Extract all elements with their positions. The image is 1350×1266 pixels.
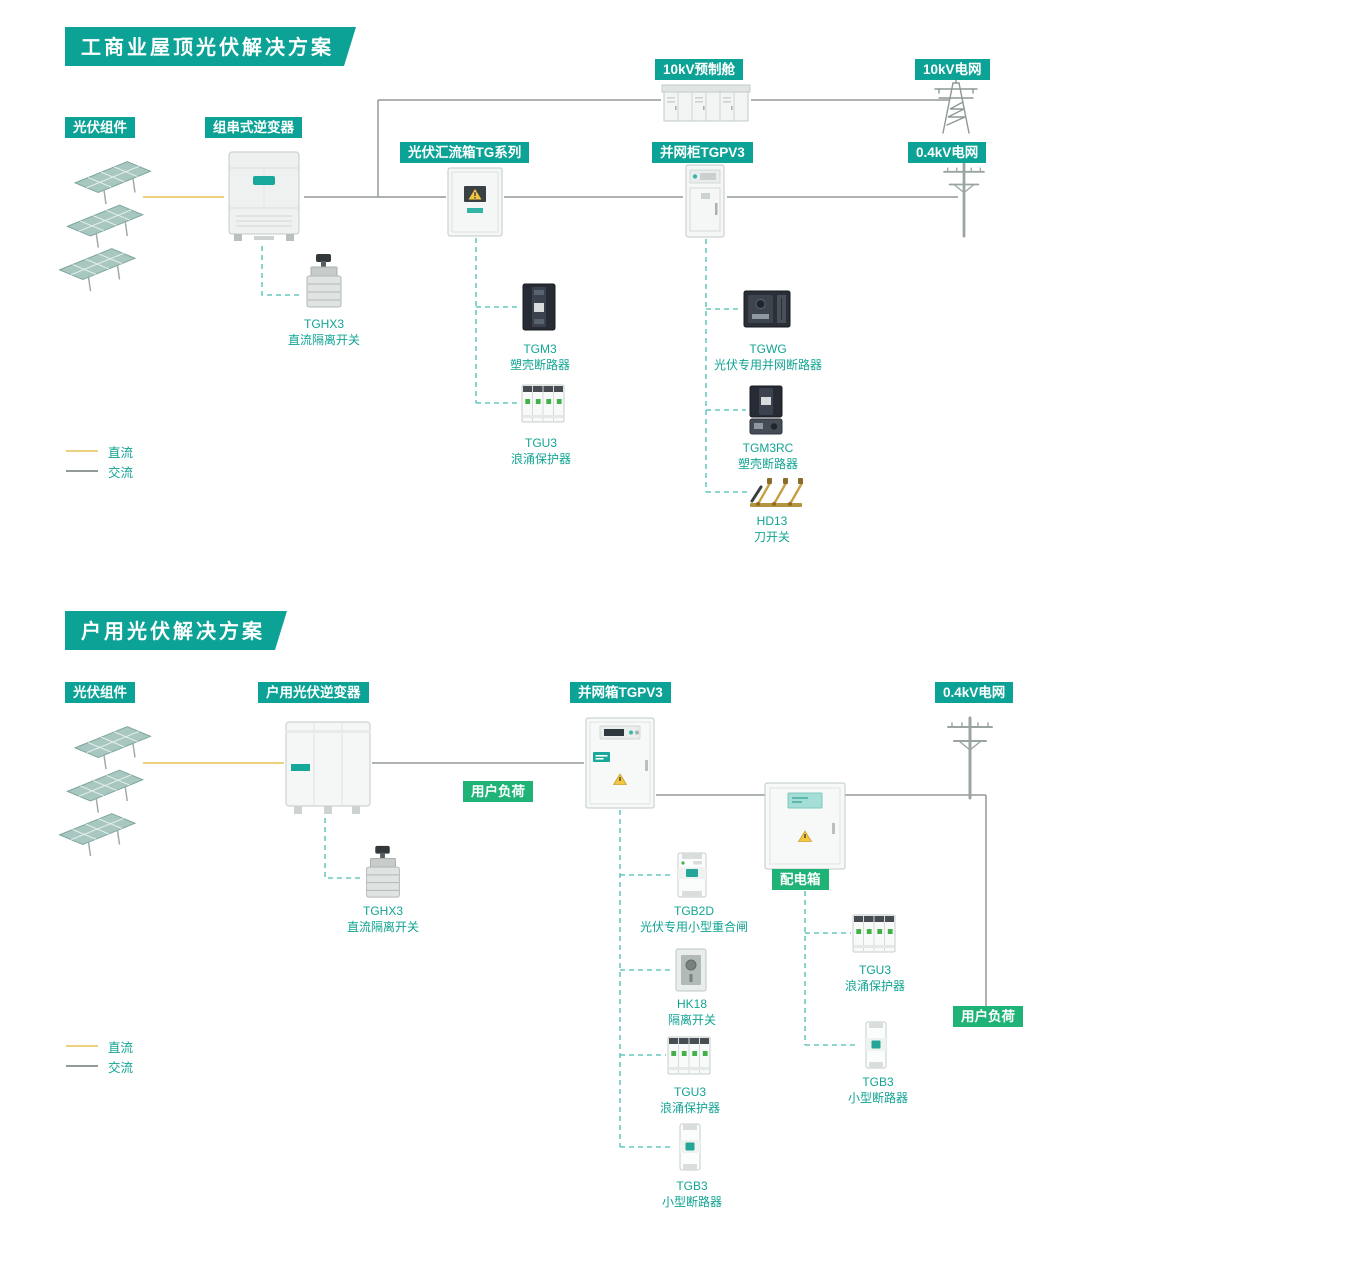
s2-surge-protector-a-icon: [666, 1034, 712, 1076]
legend-ac-label: 交流: [108, 465, 134, 480]
component-model: HD13: [756, 514, 788, 528]
s2-label-user-load-2: 用户负荷: [953, 1006, 1023, 1027]
ac-line-swatch: [66, 470, 98, 472]
s1-dc-isolator-switch-icon: [302, 252, 346, 310]
component-desc: 隔离开关: [667, 1013, 716, 1027]
s1-label-string-inverter: 组串式逆变器: [205, 117, 302, 138]
component-dashed-wires: [261, 238, 857, 1148]
component-model: TGM3RC: [742, 441, 794, 455]
s2-miniature-breaker-b-icon: [857, 1020, 895, 1070]
s1-knife-switch-icon: [748, 474, 804, 510]
s1-legend: 直流 交流: [66, 441, 133, 481]
s2-label-gridbox: 并网箱TGPV3: [570, 682, 671, 703]
s2-distribution-box-icon: [763, 781, 847, 871]
section2-title: 户用光伏解决方案: [65, 611, 287, 650]
s1-caption-tgm3: TGM3 塑壳断路器: [465, 341, 615, 373]
s1-label-10kv-grid: 10kV电网: [915, 59, 990, 80]
s2-miniature-breaker-a-icon: [671, 1122, 709, 1172]
component-model: TGU3: [858, 963, 891, 977]
legend-ac-label: 交流: [108, 1060, 134, 1075]
s2-caption-tghx3: TGHX3 直流隔离开关: [308, 903, 458, 935]
s2-caption-tgb3b: TGB3 小型断路器: [803, 1074, 953, 1106]
component-model: TGU3: [673, 1085, 706, 1099]
legend-dc-label: 直流: [108, 445, 134, 460]
s1-string-inverter-icon: [224, 146, 304, 246]
s2-isolator-switch-icon: [671, 946, 711, 994]
component-desc: 塑壳断路器: [509, 358, 570, 372]
s2-utility-pole-icon: [944, 714, 996, 800]
component-desc: 小型断路器: [661, 1195, 722, 1209]
s2-surge-protector-b-icon: [851, 912, 897, 954]
s1-caption-tgm3rc: TGM3RC 塑壳断路器: [693, 440, 843, 472]
dc-wires: [143, 196, 284, 764]
s2-caption-tgu3b: TGU3 浪涌保护器: [800, 962, 950, 994]
component-desc: 浪涌保护器: [659, 1101, 720, 1115]
component-model: TGU3: [524, 436, 557, 450]
s2-label-distribution-box: 配电箱: [772, 869, 829, 890]
s2-caption-tgu3a: TGU3 浪涌保护器: [615, 1084, 765, 1116]
s1-label-04kv-grid: 0.4kV电网: [908, 142, 987, 163]
s2-caption-tgb2d: TGB2D 光伏专用小型重合闸: [619, 903, 769, 935]
s1-label-combiner-box: 光伏汇流箱TG系列: [400, 142, 530, 163]
component-model: HK18: [676, 997, 708, 1011]
component-desc: 浪涌保护器: [844, 979, 905, 993]
component-desc: 直流隔离开关: [346, 920, 419, 934]
s1-mccb-tgm3-icon: [520, 282, 558, 332]
s2-legend: 直流 交流: [66, 1036, 133, 1076]
s1-mccb-tgm3rc-icon: [746, 384, 786, 436]
legend-ac-row: 交流: [66, 461, 133, 481]
ac-wires: [304, 99, 987, 1006]
section1-title: 工商业屋顶光伏解决方案: [65, 27, 356, 66]
s2-caption-tgb3a: TGB3 小型断路器: [617, 1178, 767, 1210]
dc-line-swatch: [66, 1045, 98, 1047]
s2-solar-panel-array-icon: [56, 715, 156, 860]
s1-grid-cabinet-icon: [683, 163, 727, 239]
component-model: TGHX3: [362, 904, 403, 918]
s1-pv-combiner-box-icon: [446, 166, 504, 238]
s2-residential-inverter-icon: [284, 718, 372, 818]
component-desc: 直流隔离开关: [287, 333, 360, 347]
component-desc: 光伏专用并网断路器: [713, 358, 822, 372]
s1-caption-tghx3: TGHX3 直流隔离开关: [249, 316, 399, 348]
component-model: TGWG: [749, 342, 787, 356]
component-desc: 小型断路器: [847, 1091, 908, 1105]
component-desc: 刀开关: [753, 530, 790, 544]
legend-dc-row: 直流: [66, 441, 133, 461]
legend-dc-label: 直流: [108, 1040, 134, 1055]
s1-utility-pole-icon: [938, 160, 990, 238]
s1-label-grid-cabinet: 并网柜TGPV3: [652, 142, 753, 163]
s1-air-circuit-breaker-icon: [742, 288, 792, 330]
component-model: TGB3: [862, 1075, 894, 1089]
s2-label-user-load-1: 用户负荷: [463, 781, 533, 802]
s1-prefab-cabin-icon: [661, 82, 751, 124]
s1-surge-protector-icon: [520, 382, 566, 424]
legend-dc-row: 直流: [66, 1036, 133, 1056]
s1-transmission-tower-icon: [930, 76, 982, 134]
s1-caption-tgu3: TGU3 浪涌保护器: [466, 435, 616, 467]
component-desc: 浪涌保护器: [510, 452, 571, 466]
s2-label-home-inverter: 户用光伏逆变器: [258, 682, 369, 703]
legend-ac-row: 交流: [66, 1056, 133, 1076]
s2-label-04kv-grid: 0.4kV电网: [935, 682, 1014, 703]
s1-label-prefab-cabin: 10kV预制舱: [655, 59, 744, 80]
component-desc: 光伏专用小型重合闸: [639, 920, 748, 934]
s2-label-pv-modules: 光伏组件: [65, 682, 135, 703]
ac-line-swatch: [66, 1065, 98, 1067]
component-model: TGB2D: [673, 904, 714, 918]
s2-pv-recloser-icon: [671, 850, 713, 900]
s2-dc-isolator-switch-icon: [361, 844, 405, 900]
s2-grid-connection-box-icon: [584, 716, 656, 810]
component-desc: 塑壳断路器: [737, 457, 798, 471]
component-model: TGHX3: [303, 317, 344, 331]
s1-caption-tgwg: TGWG 光伏专用并网断路器: [693, 341, 843, 373]
component-model: TGM3: [523, 342, 557, 356]
s1-solar-panel-array-icon: [56, 150, 156, 295]
s1-label-pv-modules: 光伏组件: [65, 117, 135, 138]
s1-caption-hd13: HD13 刀开关: [697, 513, 847, 545]
dc-line-swatch: [66, 450, 98, 452]
s2-caption-hk18: HK18 隔离开关: [617, 996, 767, 1028]
component-model: TGB3: [676, 1179, 708, 1193]
